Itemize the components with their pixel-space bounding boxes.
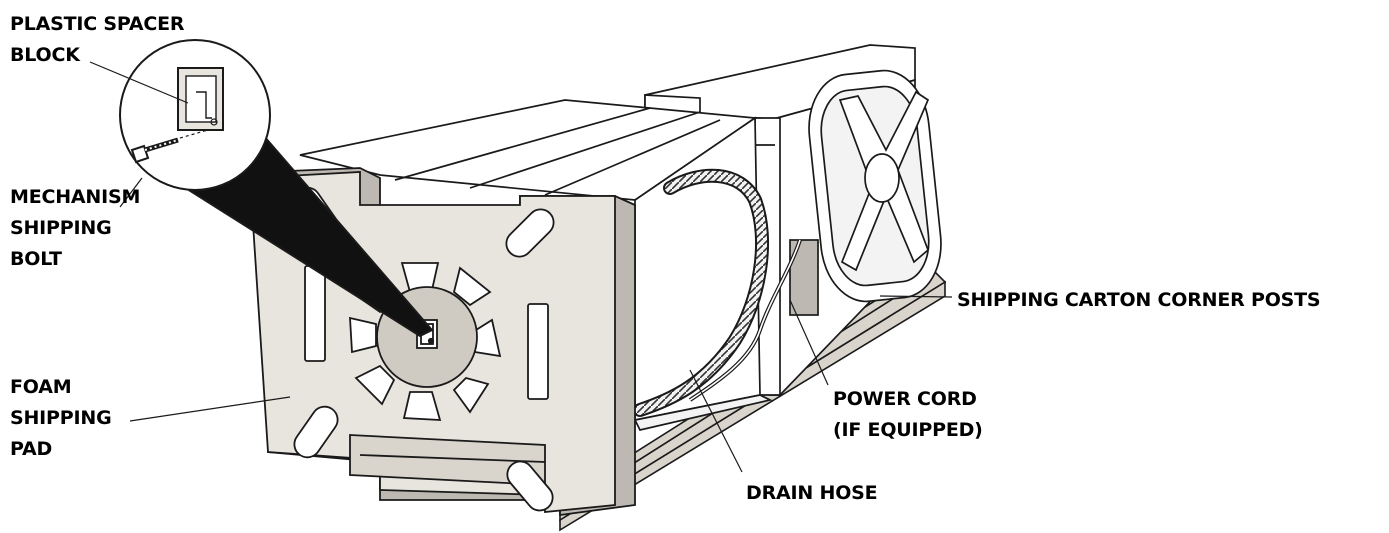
label-plastic-spacer-block: PLASTIC SPACER BLOCK (10, 9, 185, 71)
label-line: MECHANISM (10, 186, 141, 208)
label-line: POWER CORD (833, 388, 977, 410)
drain-hose-coil (635, 170, 768, 415)
label-line: DRAIN HOSE (746, 482, 878, 504)
label-line: (IF EQUIPPED) (833, 419, 983, 441)
label-line: SHIPPING CARTON CORNER POSTS (957, 289, 1321, 311)
label-line: BOLT (10, 248, 62, 270)
magnifier-callout (119, 39, 434, 338)
label-mechanism-shipping-bolt: MECHANISM SHIPPING BOLT (10, 182, 140, 275)
label-line: SHIPPING (10, 407, 112, 429)
label-foam-shipping-pad: FOAM SHIPPING PAD (10, 372, 112, 465)
label-power-cord: POWER CORD (IF EQUIPPED) (833, 384, 983, 446)
label-line: FOAM (10, 376, 72, 398)
label-drain-hose: DRAIN HOSE (746, 478, 878, 509)
label-line: BLOCK (10, 44, 80, 66)
label-shipping-carton-corner-posts: SHIPPING CARTON CORNER POSTS (957, 285, 1321, 316)
label-line: SHIPPING (10, 217, 112, 239)
label-line: PAD (10, 438, 53, 460)
condenser-fan-grille (808, 69, 942, 303)
shipping-bolt-icon (130, 137, 179, 164)
label-line: PLASTIC SPACER (10, 13, 185, 35)
leader-lines (89, 61, 953, 473)
